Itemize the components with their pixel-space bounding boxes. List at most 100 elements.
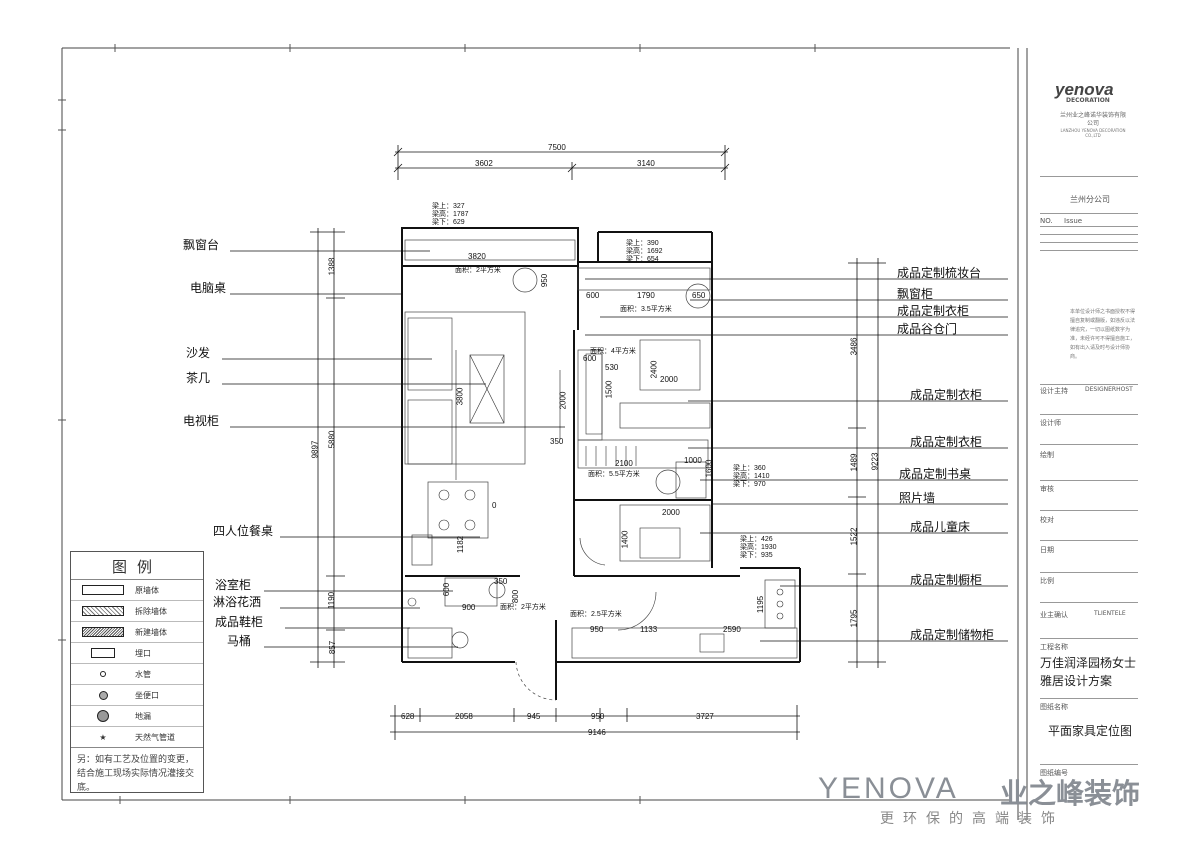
window-note-line: 梁下：629 xyxy=(432,219,465,226)
window-note-line: 梁高：1787 xyxy=(432,211,469,218)
dim-950b: 950 xyxy=(590,625,604,634)
dim-1400: 1400 xyxy=(620,530,630,549)
project-name: 万佳润泽园杨女士雅居设计方案 xyxy=(1040,656,1137,688)
callout-coffee-table: 茶几 xyxy=(186,371,211,385)
dim-left-d1: 1388 xyxy=(327,257,337,276)
dim-2000c: 2000 xyxy=(662,508,680,517)
callout-toilet: 马桶 xyxy=(227,634,252,648)
dim-900: 900 xyxy=(462,603,476,612)
window-note-line: 梁高：1692 xyxy=(626,248,663,255)
no-value: Issue xyxy=(1064,217,1083,225)
dim-1195: 1195 xyxy=(756,595,766,614)
dim-right-d4: 1795 xyxy=(849,609,859,628)
window-note-line: 梁下：654 xyxy=(626,256,659,263)
title-block: yenova DECORATION 兰州业之峰诺华装饰有限公司 LANZHOU … xyxy=(1030,48,1140,818)
legend-item-label: 天然气管道 xyxy=(135,732,175,742)
dim-600c: 600 xyxy=(442,582,452,597)
callout-bathroom-cabinet: 浴室柜 xyxy=(215,578,252,592)
dim-bay: 3820 xyxy=(468,252,486,261)
legend-item: ★ 天然气管道 xyxy=(71,727,203,748)
company-name: 兰州业之峰诺华装饰有限公司 xyxy=(1059,112,1126,127)
designer2-label: 设计师 xyxy=(1040,419,1061,427)
date-label: 日期 xyxy=(1040,546,1054,554)
dim-2100: 2100 xyxy=(615,459,633,468)
company-name-en: LANZHOU YENOVA DECORATION CO.,LTD xyxy=(1060,128,1126,138)
brand-wordmark-cn: 业之峰装饰 xyxy=(1000,777,1141,810)
window-note-3: 梁上：360 梁高：1410 梁下：970 xyxy=(733,465,770,489)
dim-bottom-seg4: 950 xyxy=(591,712,605,721)
legend-title: 图例 xyxy=(71,552,203,580)
legend-item-label: 地漏 xyxy=(135,711,151,721)
callout-study-desk: 成品定制书桌 xyxy=(899,467,972,481)
callout-dressing-table: 成品定制梳妆台 xyxy=(897,266,982,280)
callout-barn-door: 成品谷仓门 xyxy=(897,322,958,336)
company-logo-sub: DECORATION xyxy=(1066,97,1110,104)
window-note-line: 梁下：970 xyxy=(733,481,766,488)
callout-shower: 淋浴花洒 xyxy=(213,595,262,609)
dim-530: 530 xyxy=(605,363,619,372)
dim-right-d1: 3486 xyxy=(849,337,859,356)
legend-item: 地漏 xyxy=(71,706,203,727)
area-bed1: 面积：3.5平方米 xyxy=(620,306,672,313)
legend-item: 水管 xyxy=(71,664,203,685)
designer-label: 设计主持 xyxy=(1040,387,1068,395)
legend-item: 原墙体 xyxy=(71,580,203,601)
toilet-outlet-icon xyxy=(98,690,108,700)
dim-left-total: 9897 xyxy=(310,440,320,459)
dim-left-d2: 5880 xyxy=(327,430,337,449)
dim-2000a: 2000 xyxy=(660,375,678,384)
dim-top-right: 3140 xyxy=(637,159,655,168)
window-note-1: 梁上：327 梁高：1787 梁下：629 xyxy=(432,203,469,227)
legend-item-label: 埋口 xyxy=(135,648,151,658)
legend-item: 新建墙体 xyxy=(71,622,203,643)
dim-bottom-seg5: 3727 xyxy=(696,712,714,721)
dim-600b: 600 xyxy=(583,354,597,363)
floor-drain-icon xyxy=(97,710,109,722)
legend-item-label: 新建墙体 xyxy=(135,627,167,637)
callout-storage-cabinet: 成品定制储物柜 xyxy=(910,628,995,642)
dim-1600: 1600 xyxy=(704,459,714,478)
area-bed2: 面积：5.5平方米 xyxy=(588,471,640,478)
dim-bottom-seg2: 2058 xyxy=(455,712,473,721)
dim-2590: 2590 xyxy=(723,625,741,634)
legend-item: 坐便口 xyxy=(71,685,203,706)
gas-pipe-icon: ★ xyxy=(99,732,107,742)
drawing-label: 图纸名称 xyxy=(1040,703,1068,711)
no-label: NO. xyxy=(1040,217,1053,225)
area-kitchen: 面积：2.5平方米 xyxy=(570,611,622,618)
check-label: 校对 xyxy=(1040,516,1054,524)
company-logo: yenova xyxy=(1055,80,1114,99)
window-note-line: 梁下：935 xyxy=(740,552,773,559)
callout-wardrobe-1: 成品定制衣柜 xyxy=(897,304,970,318)
dim-bottom-seg3: 945 xyxy=(527,712,541,721)
legend-item: 拆除墙体 xyxy=(71,601,203,622)
original-wall-icon xyxy=(82,585,124,595)
project-label: 工程名称 xyxy=(1040,643,1068,651)
dim-1500: 1500 xyxy=(604,380,614,399)
legend-panel: 图例 原墙体 拆除墙体 新建墙体 埋口 水管 坐便口 地漏 xyxy=(70,551,204,793)
window-note-line: 梁上：327 xyxy=(432,203,465,210)
callout-wardrobe-3: 成品定制衣柜 xyxy=(910,435,983,449)
window-note-line: 梁高：1410 xyxy=(733,473,770,480)
dim-left-d4: 857 xyxy=(328,640,338,655)
dim-1133: 1133 xyxy=(640,625,658,634)
callout-photo-wall: 照片墙 xyxy=(899,491,936,505)
window-note-2: 梁上：390 梁高：1692 梁下：654 xyxy=(626,240,663,264)
dim-top-left: 3602 xyxy=(475,159,493,168)
window-note-line: 梁上：360 xyxy=(733,465,766,472)
legend-item-label: 拆除墙体 xyxy=(135,606,167,616)
dim-top-total: 7500 xyxy=(548,143,566,152)
callout-bay-window: 飘窗台 xyxy=(183,238,220,252)
drawing-name: 平面家具定位图 xyxy=(1048,724,1133,738)
client-label: 业主确认 xyxy=(1040,611,1068,619)
client-value: TLIENTELE xyxy=(1094,610,1126,617)
opening-icon xyxy=(91,648,115,658)
dim-1000: 1000 xyxy=(684,456,702,465)
dim-right-d2: 1489 xyxy=(849,453,859,472)
dim-right-d3: 1522 xyxy=(849,527,859,546)
dim-left-inner2: 1182 xyxy=(456,535,466,554)
callout-kids-bed: 成品儿童床 xyxy=(910,520,971,534)
brand-wordmark: YENOVA xyxy=(818,772,959,805)
callout-computer-desk: 电脑桌 xyxy=(190,281,227,295)
